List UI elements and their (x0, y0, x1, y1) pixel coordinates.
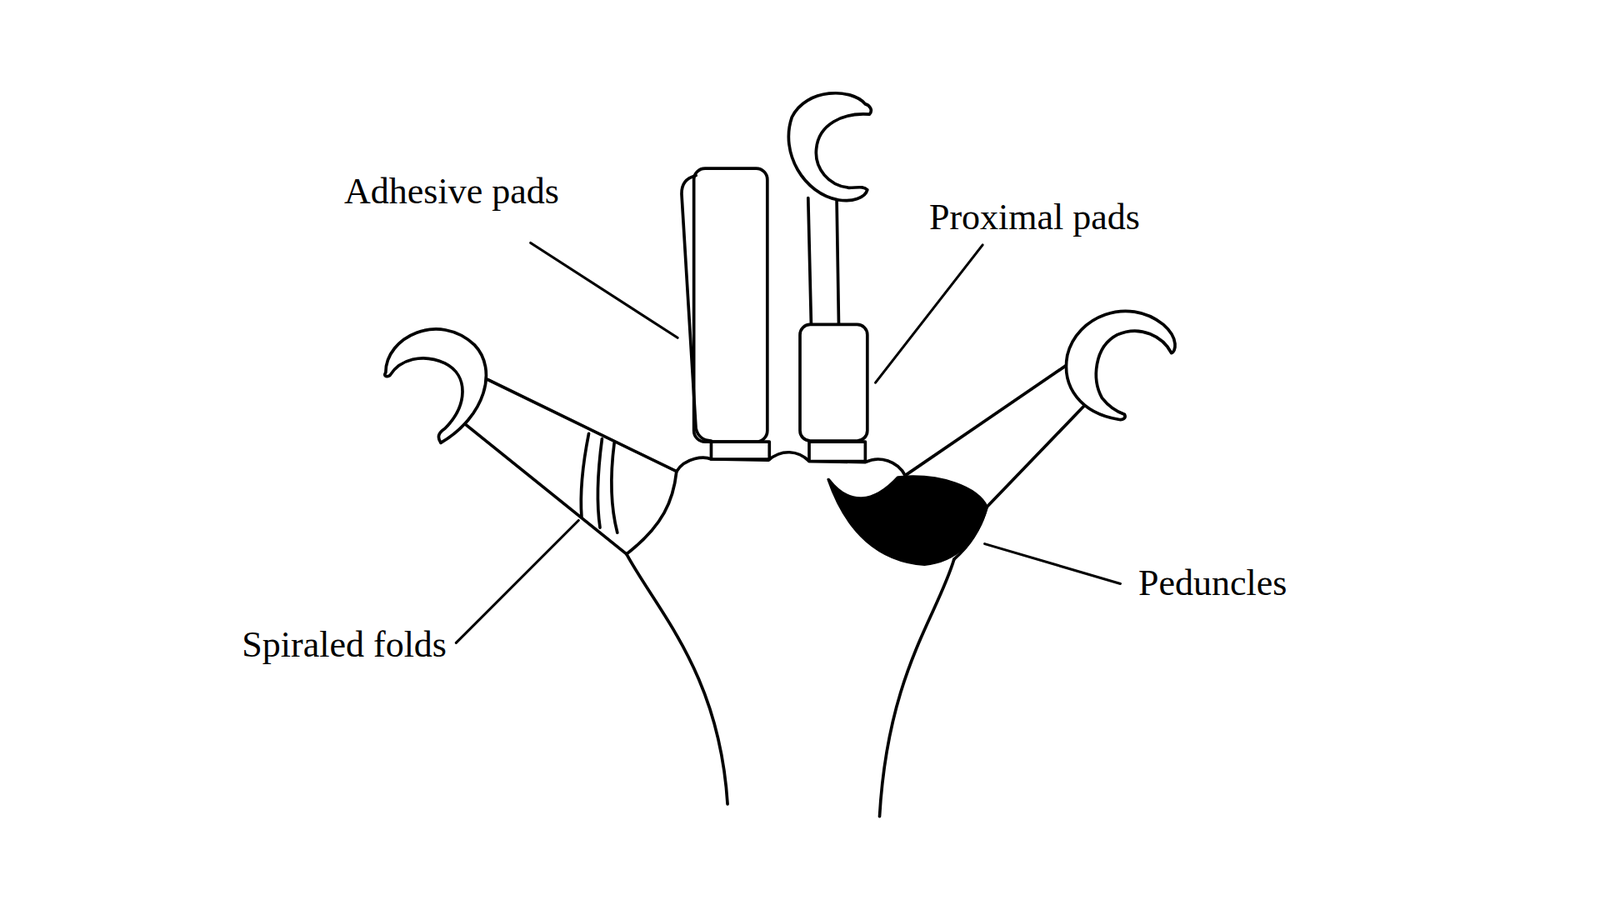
proximal-pad (800, 324, 868, 441)
adhesive-pad-edge (681, 175, 712, 441)
leader-line (875, 245, 984, 383)
body-outline (626, 554, 728, 805)
spiral-fold (580, 433, 589, 517)
arm (626, 471, 677, 555)
arm (464, 423, 627, 555)
body-outline (880, 559, 955, 817)
leader-line (530, 242, 678, 338)
leader-line (985, 544, 1121, 585)
leader-line (455, 520, 579, 643)
hook (1066, 310, 1176, 420)
part-label: Peduncles (1138, 561, 1287, 605)
arm (487, 380, 677, 472)
pad-collar (710, 441, 770, 460)
stalk (808, 198, 840, 327)
part-label: Proximal pads (929, 195, 1140, 240)
adhesive-pad (694, 168, 768, 442)
hook (385, 329, 487, 443)
peduncle (828, 476, 987, 565)
arm (905, 365, 1066, 475)
pad-collar (809, 441, 865, 461)
arm (986, 400, 1090, 508)
hook (788, 93, 871, 201)
spiral-fold (597, 439, 602, 529)
part-label: Adhesive pads (344, 170, 560, 214)
part-label: Spiraled folds (241, 623, 447, 667)
spiral-fold (611, 442, 618, 533)
